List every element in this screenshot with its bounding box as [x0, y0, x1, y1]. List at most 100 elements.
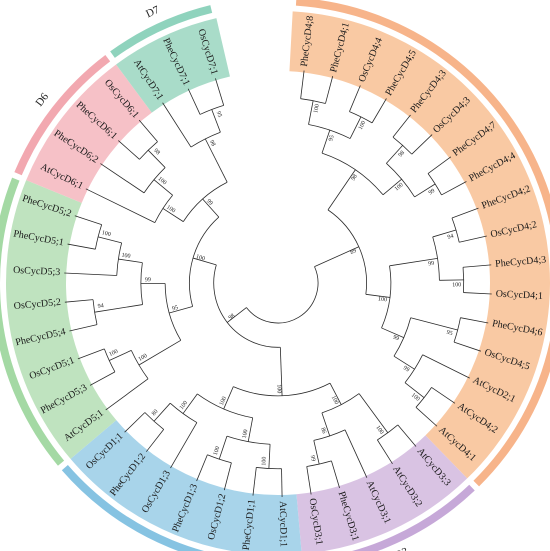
- branch: [124, 412, 146, 433]
- bootstrap-label: 99: [428, 261, 435, 268]
- bootstrap-label: 98: [152, 148, 160, 156]
- clade-sector-d6: [26, 64, 152, 203]
- branch-arc: [415, 387, 432, 408]
- tree-branches: [64, 70, 492, 497]
- branch: [223, 386, 234, 410]
- branch: [314, 246, 359, 267]
- branch-arc: [349, 111, 373, 124]
- bootstrap-label: 95: [215, 111, 223, 119]
- branch: [393, 355, 415, 370]
- bootstrap-label: 95: [446, 330, 453, 337]
- branch: [64, 299, 94, 303]
- branch: [327, 169, 356, 211]
- bootstrap-label: 99: [428, 188, 436, 196]
- branch-arc: [427, 173, 442, 196]
- branch: [105, 378, 149, 411]
- bootstrap-label: 99: [309, 455, 316, 462]
- clade-band-d3: [351, 484, 475, 551]
- branch: [146, 429, 165, 452]
- branch: [313, 440, 320, 465]
- branch-arc: [453, 317, 461, 343]
- branch: [67, 243, 96, 250]
- clade-sector-d1: [70, 420, 302, 551]
- branch: [85, 188, 156, 223]
- branch: [279, 347, 283, 396]
- branch: [170, 422, 198, 469]
- bootstrap-label: 95: [172, 305, 179, 312]
- bootstrap-label: 100: [157, 176, 168, 186]
- bootstrap-label: 94: [97, 303, 104, 310]
- branch: [300, 70, 305, 99]
- branch: [371, 98, 387, 124]
- bootstrap-label: 98: [351, 174, 359, 182]
- branch-arc: [306, 460, 332, 467]
- branch: [325, 76, 334, 104]
- branch: [381, 327, 404, 338]
- branch: [118, 258, 143, 264]
- branch: [365, 293, 390, 298]
- branch-arc: [92, 299, 98, 325]
- branch: [344, 429, 368, 478]
- clade-sector-d3: [296, 435, 468, 551]
- branch: [118, 140, 140, 160]
- branch-arc: [377, 424, 399, 441]
- branch: [215, 78, 225, 106]
- branch: [109, 350, 132, 361]
- branch: [441, 181, 467, 196]
- leaf-label: PheCycD4;3: [495, 255, 547, 270]
- branch: [211, 109, 221, 133]
- bootstrap-label: 94: [447, 233, 454, 240]
- bootstrap-label: 100: [138, 353, 149, 363]
- branch: [281, 468, 283, 497]
- leaf-label: AtCycD1;1: [277, 501, 289, 547]
- branch: [252, 467, 257, 496]
- branch: [453, 341, 481, 352]
- branch-arc: [154, 194, 173, 223]
- bootstrap-label: 86: [319, 427, 327, 435]
- branch-arc: [103, 348, 116, 373]
- branch: [227, 307, 247, 323]
- clade-label-d7: D7: [144, 4, 162, 21]
- bootstrap-label: 100: [195, 254, 205, 262]
- branch: [147, 149, 166, 168]
- branch: [138, 119, 158, 142]
- branch: [427, 156, 452, 174]
- branch: [162, 208, 184, 222]
- bootstrap-label: 100: [179, 400, 189, 411]
- branch: [138, 339, 181, 366]
- bootstrap-label: 80: [151, 409, 159, 417]
- bootstrap-label: 100: [121, 253, 131, 260]
- branch: [89, 371, 116, 386]
- branch: [349, 85, 361, 112]
- branch: [247, 417, 254, 442]
- branch-arc: [213, 264, 281, 348]
- clade-label-d6: D6: [33, 91, 51, 109]
- branch-arc: [207, 454, 232, 464]
- branch: [182, 393, 198, 414]
- branch: [162, 102, 192, 148]
- branch: [404, 382, 425, 398]
- bootstrap-label: 98: [208, 139, 216, 147]
- leaf-label: OsCycD5;3: [13, 265, 61, 278]
- bootstrap-label: 100: [275, 384, 281, 393]
- branch: [410, 317, 458, 331]
- branch: [268, 444, 271, 469]
- branch: [463, 264, 492, 268]
- branch: [94, 304, 143, 313]
- bootstrap-label: 100: [394, 182, 405, 192]
- branch: [74, 215, 102, 226]
- bootstrap-label: 100: [452, 282, 461, 288]
- clade-sector-d7: [116, 18, 230, 113]
- bootstrap-label: 100: [378, 296, 388, 303]
- branch: [331, 460, 340, 489]
- clade-band-d5: [0, 177, 65, 466]
- bootstrap-labels: 1001009598991009894100999510099991008910…: [97, 104, 461, 466]
- leaf-label: OsCycD4;1: [495, 289, 543, 302]
- branch-arc: [451, 217, 460, 243]
- bootstrap-label: 100: [330, 395, 339, 406]
- branch: [377, 439, 393, 465]
- branch: [451, 207, 479, 219]
- clade-sector-d4: [289, 11, 550, 479]
- branch: [459, 235, 487, 243]
